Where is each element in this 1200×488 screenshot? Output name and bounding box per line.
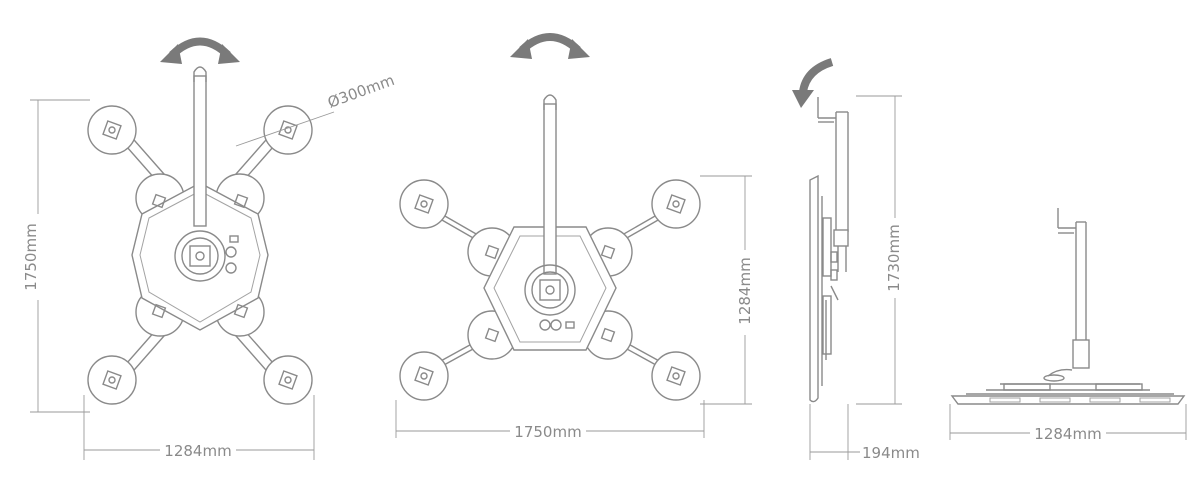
view-side: 1730mm 194mm bbox=[792, 58, 920, 462]
view-front: 1284mm bbox=[949, 208, 1187, 443]
view3-height-label: 1730mm bbox=[885, 224, 903, 291]
view1-pad-diameter-label: Ø300mm bbox=[325, 71, 397, 112]
view3-depth-label: 194mm bbox=[862, 444, 920, 462]
dimension-lines bbox=[949, 404, 1187, 440]
view-top-horizontal: 1284mm 1750mm bbox=[395, 33, 754, 441]
handle-bar bbox=[543, 103, 557, 275]
center-frame bbox=[131, 182, 269, 331]
rotate-double-arrow-icon bbox=[510, 33, 590, 59]
view4-width-label: 1284mm bbox=[1034, 425, 1101, 443]
view1-width-label: 1284mm bbox=[164, 442, 231, 460]
view2-width-label: 1750mm bbox=[514, 423, 581, 441]
dimension-lines bbox=[809, 95, 902, 460]
view1-height-label: 1750mm bbox=[22, 223, 40, 290]
center-frame bbox=[483, 226, 617, 351]
view2-height-label: 1284mm bbox=[736, 257, 754, 324]
dimension-lines bbox=[30, 99, 335, 460]
dimension-lines bbox=[395, 175, 752, 438]
handle-bar bbox=[193, 75, 207, 227]
tilt-arrow-icon bbox=[792, 58, 834, 108]
rotate-double-arrow-icon bbox=[160, 37, 240, 64]
view-top-vertical: 1750mm 1284mm Ø300mm bbox=[22, 37, 397, 460]
